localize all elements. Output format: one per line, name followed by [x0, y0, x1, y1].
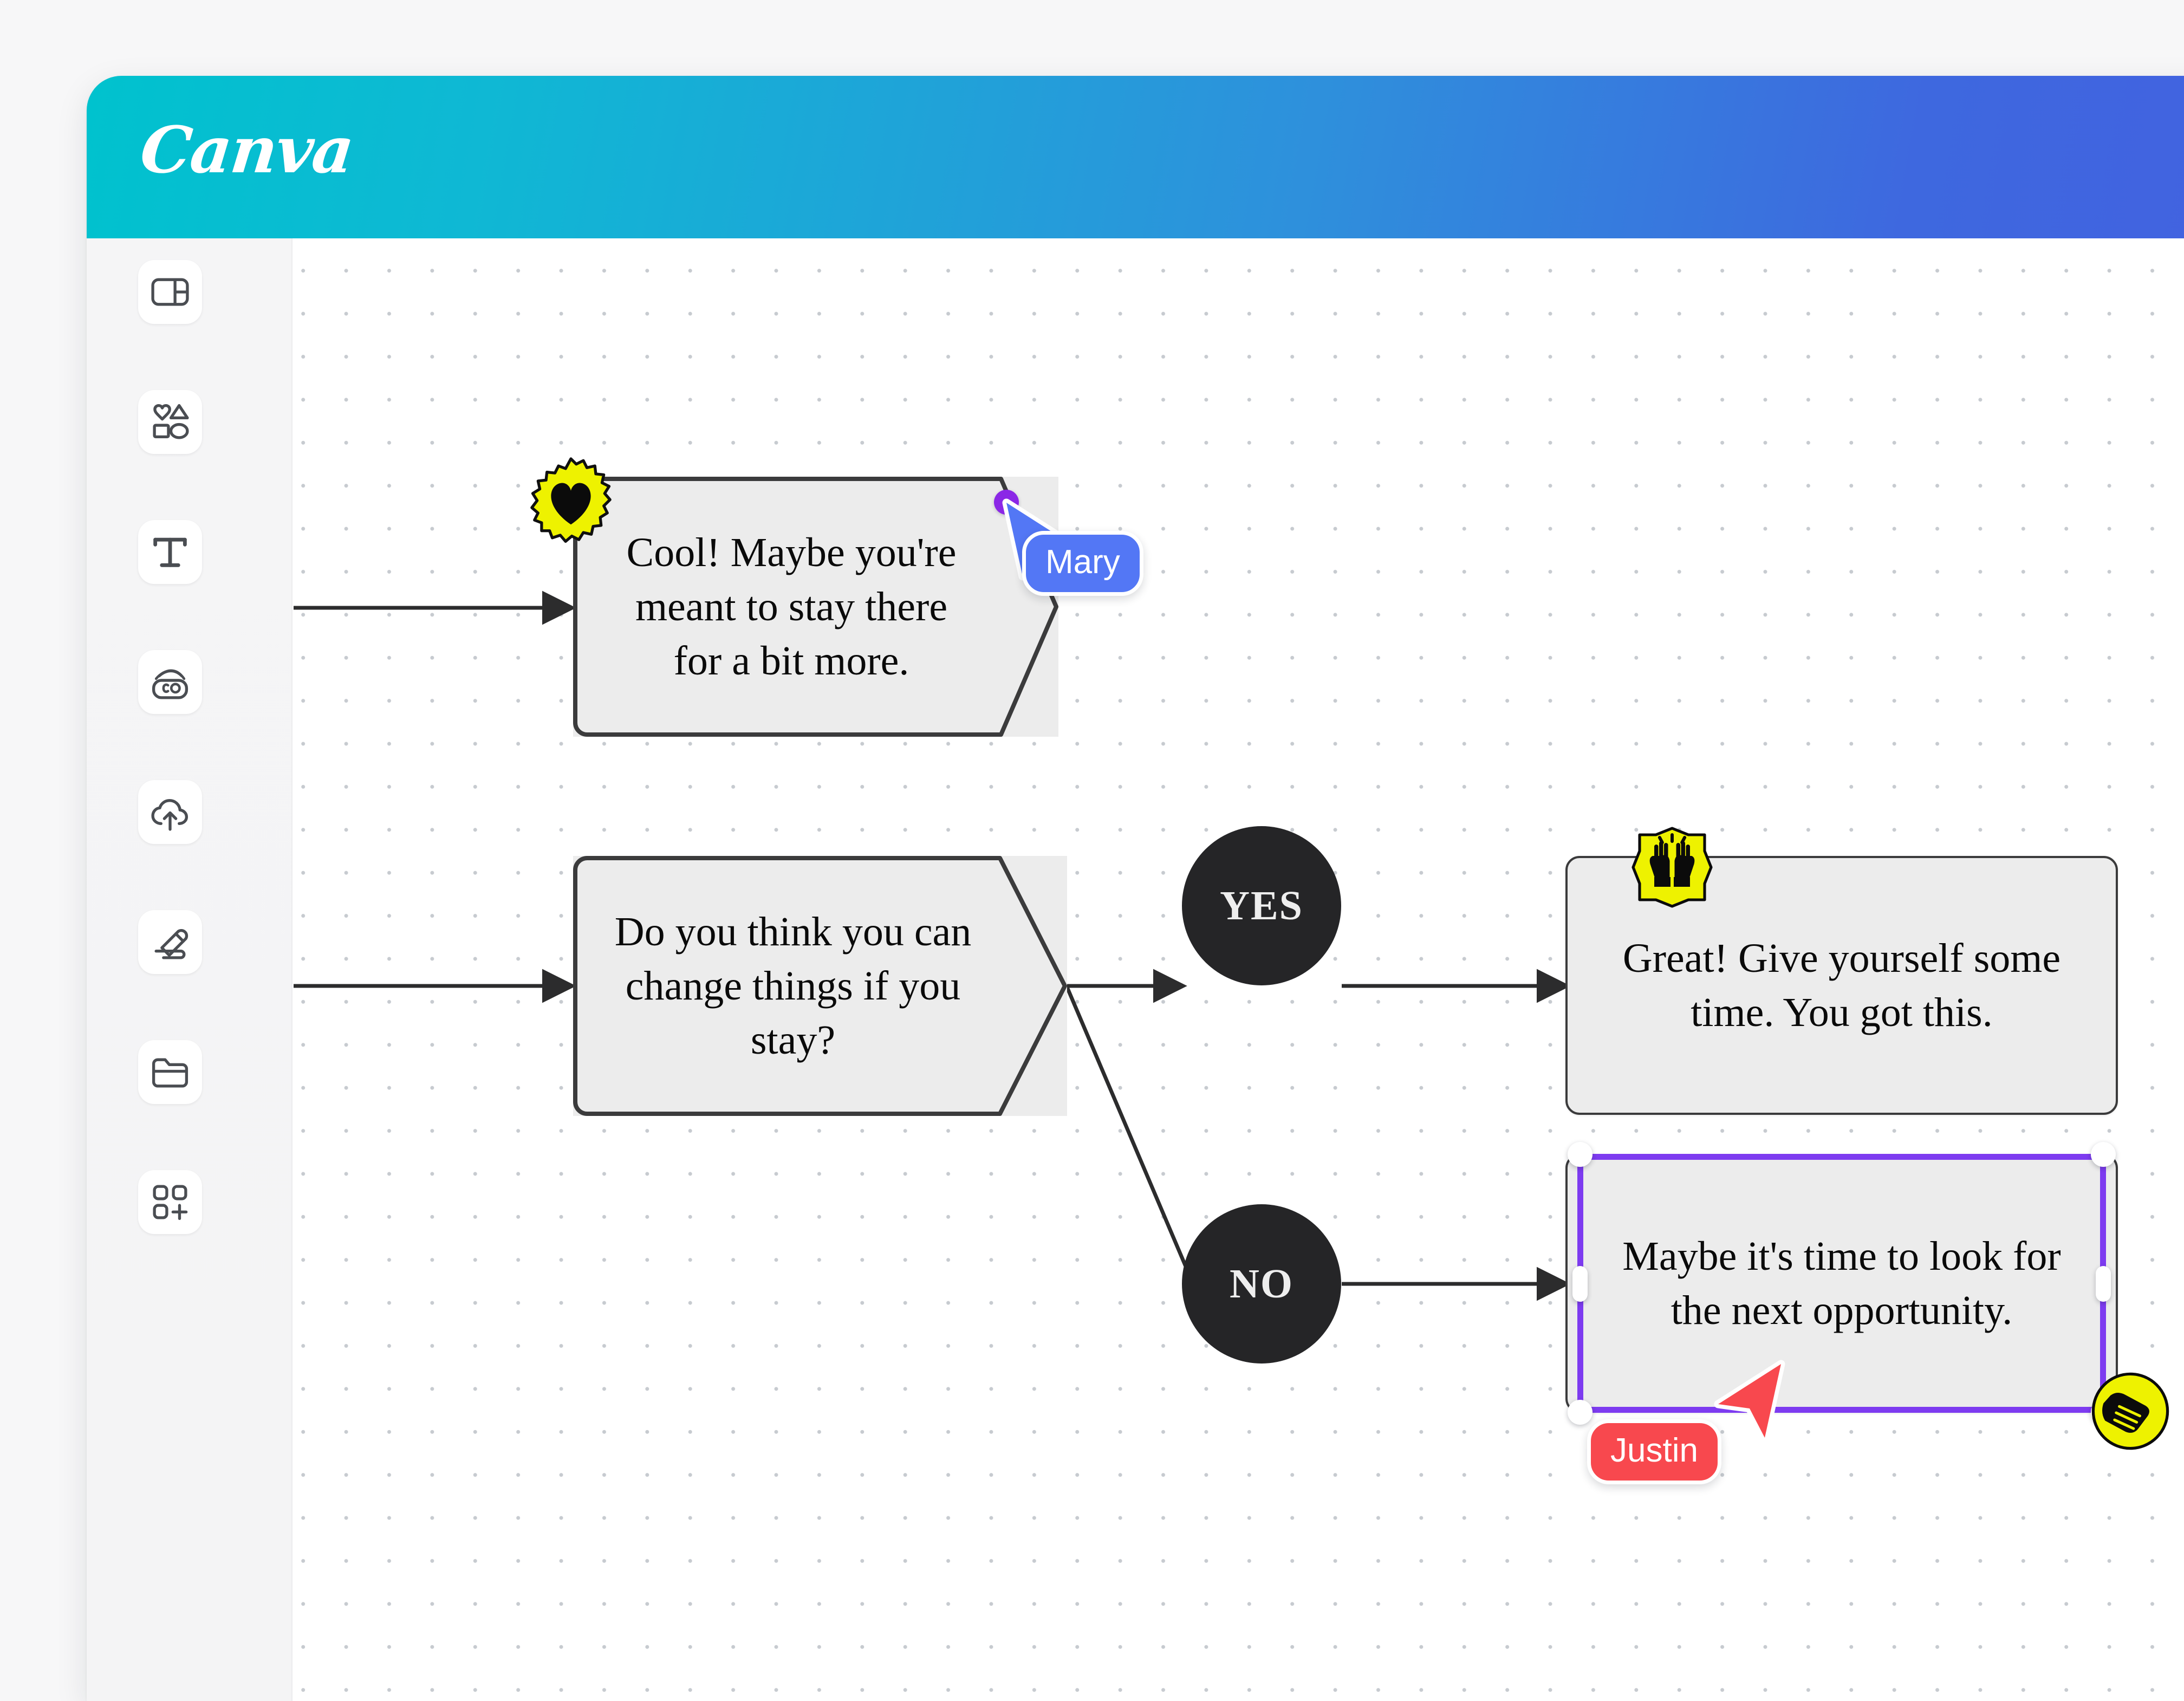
flow-node-encouragement[interactable]: Cool! Maybe you're meant to stay there f…	[573, 477, 1058, 737]
sidebar-item-brand[interactable]	[138, 650, 202, 714]
nametag-mary: Mary	[1022, 531, 1143, 596]
app-header: Canva	[87, 76, 2184, 238]
pen-draw-icon	[150, 921, 191, 963]
raised-hands-sticker[interactable]	[1632, 827, 1713, 908]
flow-node-yes[interactable]: YES	[1182, 826, 1341, 985]
flow-node-no[interactable]: NO	[1182, 1204, 1341, 1364]
brand-co-icon	[150, 661, 191, 703]
node-text: Maybe it's time to look for the next opp…	[1609, 1229, 2075, 1338]
sidebar-item-apps[interactable]	[138, 1170, 202, 1234]
fist-bump-sticker[interactable]	[2091, 1372, 2170, 1451]
folder-icon	[150, 1051, 191, 1093]
screen: Canva	[0, 0, 2184, 1638]
no-label: NO	[1230, 1261, 1294, 1308]
layout-panel-icon	[150, 271, 191, 313]
cloud-upload-icon	[150, 791, 191, 833]
sidebar-item-text[interactable]	[138, 520, 202, 584]
flow-node-decision[interactable]: Do you think you can change things if yo…	[573, 856, 1067, 1116]
canva-app-window: Canva	[87, 76, 2184, 1701]
left-sidebar	[87, 238, 292, 1701]
text-t-icon	[150, 531, 191, 573]
node-text: Cool! Maybe you're meant to stay there f…	[613, 525, 970, 689]
cursor-justin	[1708, 1358, 1790, 1444]
sidebar-item-elements[interactable]	[138, 390, 202, 454]
nametag-justin: Justin	[1587, 1419, 1721, 1484]
canva-logo[interactable]: Canva	[138, 118, 356, 182]
design-canvas[interactable]: Cool! Maybe you're meant to stay there f…	[294, 238, 2184, 1701]
sidebar-item-uploads[interactable]	[138, 780, 202, 844]
heart-sticker[interactable]	[526, 456, 615, 545]
apps-grid-plus-icon	[150, 1181, 191, 1223]
sidebar-item-draw[interactable]	[138, 910, 202, 974]
flow-node-opportunity[interactable]: Maybe it's time to look for the next opp…	[1565, 1154, 2118, 1413]
sidebar-item-design[interactable]	[138, 260, 202, 324]
sidebar-item-projects[interactable]	[138, 1040, 202, 1104]
shapes-icon	[150, 401, 191, 443]
node-text: Great! Give yourself some time. You got …	[1609, 931, 2075, 1040]
yes-label: YES	[1220, 882, 1303, 930]
node-text: Do you think you can change things if yo…	[603, 905, 983, 1068]
